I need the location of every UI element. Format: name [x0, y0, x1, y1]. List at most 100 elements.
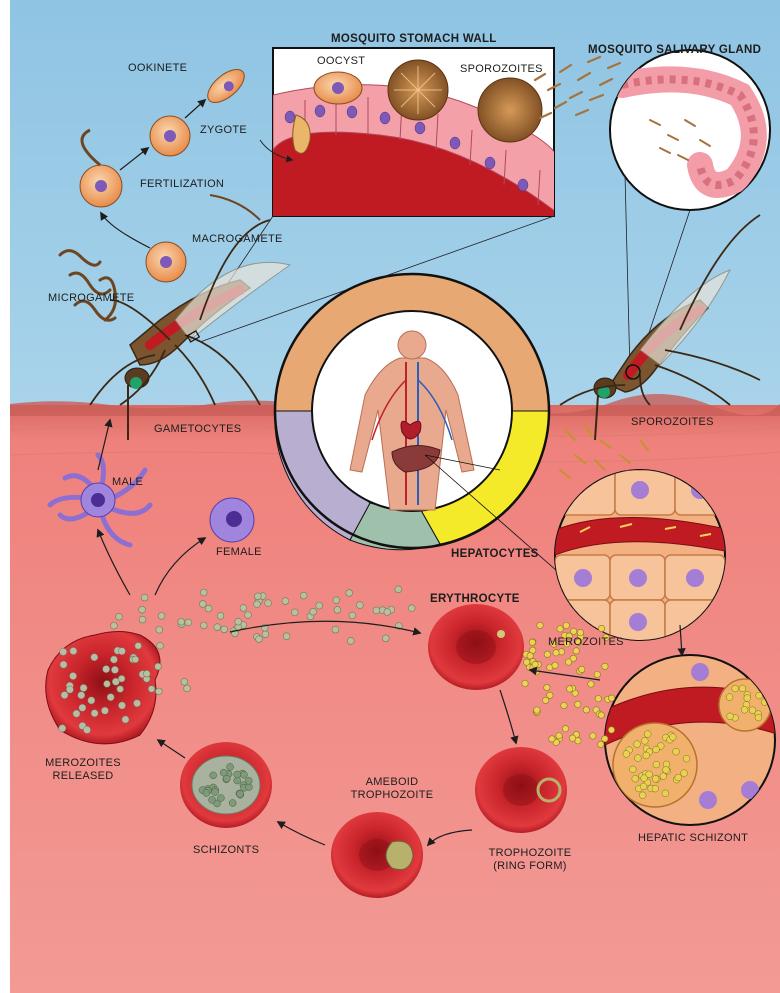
merozoite — [602, 736, 608, 742]
female-gametocyte — [210, 498, 254, 542]
merozoite — [532, 661, 538, 667]
label-mosquito-stomach-wall: MOSQUITO STOMACH WALL — [331, 33, 497, 46]
merozoite — [254, 601, 261, 608]
merozoite — [111, 622, 118, 629]
merozoite — [673, 748, 680, 755]
merozoite — [522, 680, 528, 686]
merozoite — [240, 771, 247, 778]
merozoite — [209, 796, 216, 803]
merozoite — [205, 605, 212, 612]
merozoite — [669, 734, 676, 741]
merozoite — [537, 622, 543, 628]
merozoite — [356, 602, 363, 609]
merozoite — [652, 785, 659, 792]
merozoite — [210, 772, 217, 779]
merozoite — [156, 626, 163, 633]
merozoite — [373, 607, 380, 614]
merozoite — [111, 666, 118, 673]
merozoite — [732, 685, 739, 692]
merozoite — [744, 695, 751, 702]
merozoite — [316, 602, 323, 609]
merozoite — [683, 755, 690, 762]
merozoite — [641, 737, 648, 744]
merozoite — [158, 613, 165, 620]
merozoite — [556, 732, 562, 738]
merozoite — [634, 741, 641, 748]
merozoite — [73, 710, 80, 717]
merozoite — [227, 763, 234, 770]
merozoite — [300, 592, 307, 599]
merozoite — [217, 612, 224, 619]
merozoite — [132, 656, 139, 663]
merozoite — [245, 784, 252, 791]
merozoite — [245, 777, 252, 784]
merozoite — [598, 712, 604, 718]
merozoite — [139, 616, 146, 623]
merozoite — [110, 656, 117, 663]
merozoite — [155, 688, 162, 695]
merozoite — [608, 727, 614, 733]
merozoite — [382, 635, 389, 642]
merozoite — [80, 684, 87, 691]
label-fertilization: FERTILIZATION — [140, 178, 224, 191]
merozoite — [221, 626, 228, 633]
merozoite — [544, 684, 550, 690]
merozoite — [583, 707, 589, 713]
merozoite — [157, 642, 164, 649]
merozoite — [349, 612, 356, 619]
merozoite — [235, 618, 242, 625]
merozoite — [565, 659, 571, 665]
label-microgamete: MICROGAMETE — [48, 292, 134, 305]
merozoite — [59, 725, 66, 732]
red-blood-cell-icon — [428, 604, 524, 690]
merozoite — [643, 752, 650, 759]
merozoite — [240, 605, 247, 612]
label-merozoites-released: MEROZOITESRELEASED — [45, 757, 121, 783]
merozoite — [608, 695, 614, 701]
merozoite — [200, 622, 207, 629]
merozoite — [577, 629, 583, 635]
merozoite — [141, 594, 148, 601]
merozoite — [347, 637, 354, 644]
label-hepatic-schizont: HEPATIC SCHIZONT — [638, 832, 748, 845]
merozoite — [639, 792, 646, 799]
merozoite — [681, 770, 688, 777]
merozoite — [135, 642, 142, 649]
merozoite — [595, 696, 601, 702]
merozoite — [529, 639, 535, 645]
merozoite — [663, 766, 670, 773]
merozoite — [91, 710, 98, 717]
merozoite — [256, 636, 263, 643]
label-zygote: ZYGOTE — [200, 124, 247, 137]
label-oocyst: OOCYST — [317, 55, 365, 68]
merozoite — [70, 647, 77, 654]
merozoite — [118, 648, 125, 655]
merozoite — [122, 716, 129, 723]
merozoite — [544, 651, 550, 657]
merozoite — [199, 601, 206, 608]
merozoite — [333, 597, 340, 604]
merozoite — [598, 741, 604, 747]
merozoite — [178, 618, 185, 625]
merozoite — [291, 609, 298, 616]
merozoite — [245, 612, 252, 619]
merozoite — [200, 589, 207, 596]
salivary-gland-inset — [610, 50, 770, 210]
merozoite — [384, 609, 391, 616]
merozoite — [104, 680, 111, 687]
merozoite — [726, 694, 733, 701]
merozoite — [236, 790, 243, 797]
merozoite — [262, 631, 269, 638]
merozoite — [623, 751, 630, 758]
merozoite — [549, 736, 555, 742]
merozoite — [143, 670, 150, 677]
merozoite — [91, 654, 98, 661]
merozoite — [602, 663, 608, 669]
label-trophozoite-ring-form: TROPHOZOITE(RING FORM) — [489, 847, 572, 873]
merozoite — [632, 775, 639, 782]
label-mosquito-salivary-gland: MOSQUITO SALIVARY GLAND — [588, 44, 761, 57]
merozoite — [211, 789, 218, 796]
merozoite — [646, 771, 653, 778]
merozoite — [588, 681, 594, 687]
merozoite — [741, 706, 748, 713]
